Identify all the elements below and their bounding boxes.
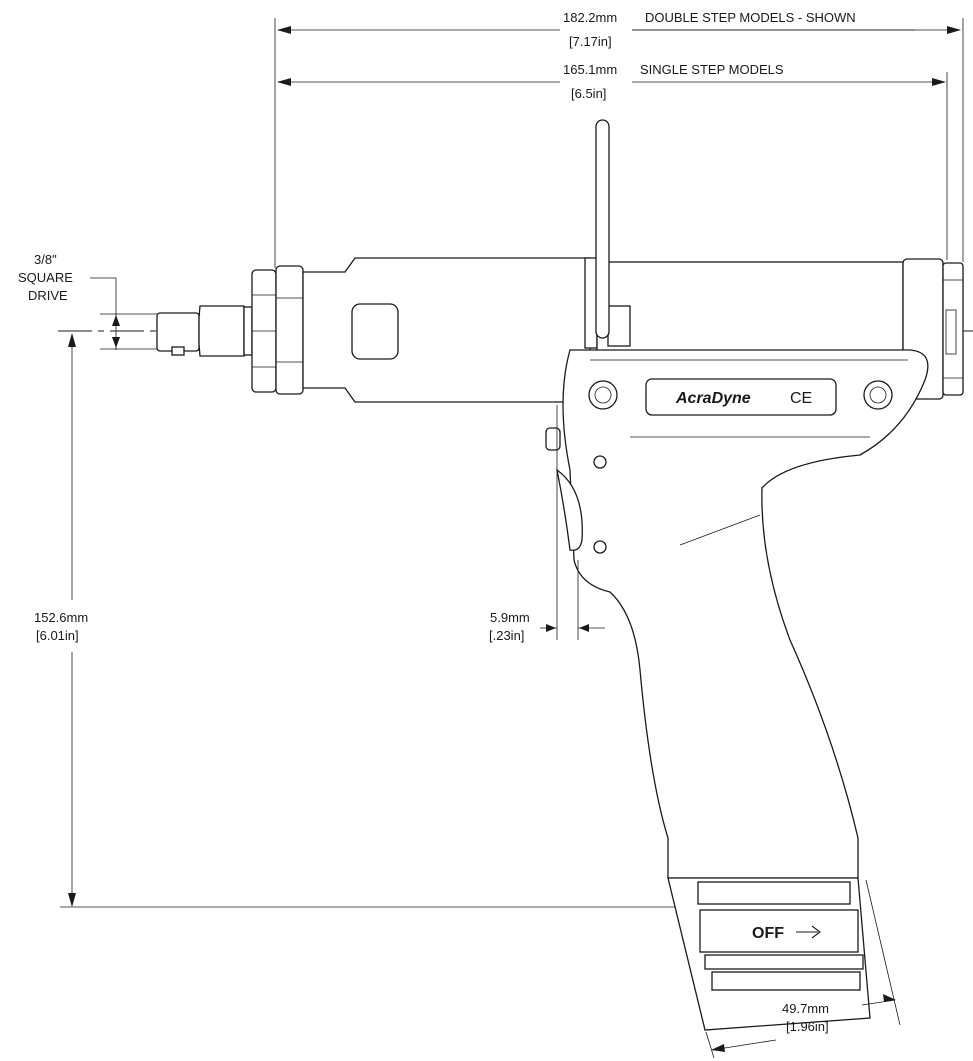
switch-marking: OFF bbox=[752, 925, 784, 942]
dim-height-metric: 152.6mm bbox=[34, 610, 88, 625]
square-drive-bit bbox=[156, 312, 200, 352]
hanger-bail bbox=[595, 119, 610, 339]
square-drive-line1: 3/8" bbox=[34, 252, 57, 267]
trigger bbox=[556, 468, 583, 551]
pin-lower bbox=[593, 540, 607, 554]
dim-double-step-note: DOUBLE STEP MODELS - SHOWN bbox=[645, 10, 856, 25]
dim-double-step-metric: 182.2mm bbox=[563, 10, 617, 25]
screw-right bbox=[863, 380, 893, 410]
housing-window bbox=[351, 303, 399, 360]
brand-logo: AcraDyne bbox=[675, 390, 751, 407]
ce-mark: CE bbox=[790, 390, 812, 407]
dim-trigger-gap: 5.9mm [.23in] bbox=[489, 610, 605, 643]
motor-housing bbox=[302, 257, 591, 403]
brand-plate bbox=[645, 378, 837, 416]
dim-base-width-metric: 49.7mm bbox=[782, 1001, 829, 1016]
dim-single-step-note: SINGLE STEP MODELS bbox=[640, 62, 784, 77]
square-drive-line3: DRIVE bbox=[28, 288, 68, 303]
dim-square-drive: 3/8" SQUARE DRIVE bbox=[18, 252, 157, 350]
dim-height: 152.6mm [6.01in] bbox=[34, 333, 690, 908]
dim-single-step: 165.1mm [6.5in] SINGLE STEP MODELS bbox=[277, 62, 948, 260]
pin-upper bbox=[593, 455, 607, 469]
dim-base-width: 49.7mm [1.96in] bbox=[705, 879, 901, 1059]
square-drive-line2: SQUARE bbox=[18, 270, 73, 285]
reverse-button bbox=[545, 427, 561, 451]
dim-height-imperial: [6.01in] bbox=[36, 628, 79, 643]
dim-single-step-metric: 165.1mm bbox=[563, 62, 617, 77]
screw-left bbox=[588, 380, 618, 410]
dim-double-step-imperial: [7.17in] bbox=[569, 34, 612, 49]
dim-single-step-imperial: [6.5in] bbox=[571, 86, 606, 101]
tool-body: AcraDyne CE OFF bbox=[156, 119, 964, 1031]
pistol-grip bbox=[562, 349, 929, 879]
dim-trigger-gap-metric: 5.9mm bbox=[490, 610, 530, 625]
dim-base-width-imperial: [1.96in] bbox=[786, 1019, 829, 1034]
collar bbox=[275, 265, 304, 395]
dim-double-step: 182.2mm [7.17in] DOUBLE STEP MODELS - SH… bbox=[274, 10, 964, 268]
dim-trigger-gap-imperial: [.23in] bbox=[489, 628, 524, 643]
